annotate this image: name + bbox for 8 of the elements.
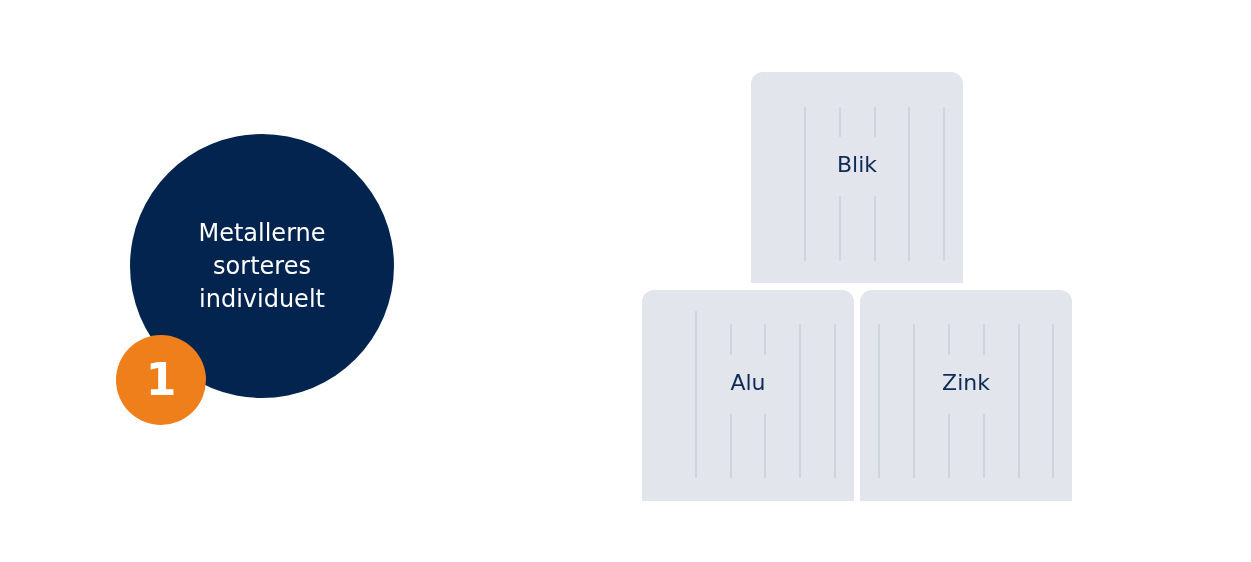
metal-bale	[860, 290, 1072, 501]
step-description: Metallerne sorteres individuelt	[198, 217, 326, 315]
metal-bale	[642, 290, 854, 501]
bale-label: Alu	[730, 370, 766, 396]
metal-bale	[751, 72, 963, 283]
bale-label: Blik	[836, 152, 878, 178]
bale-label: Zink	[942, 370, 990, 396]
step-number-badge: 1	[116, 335, 206, 425]
